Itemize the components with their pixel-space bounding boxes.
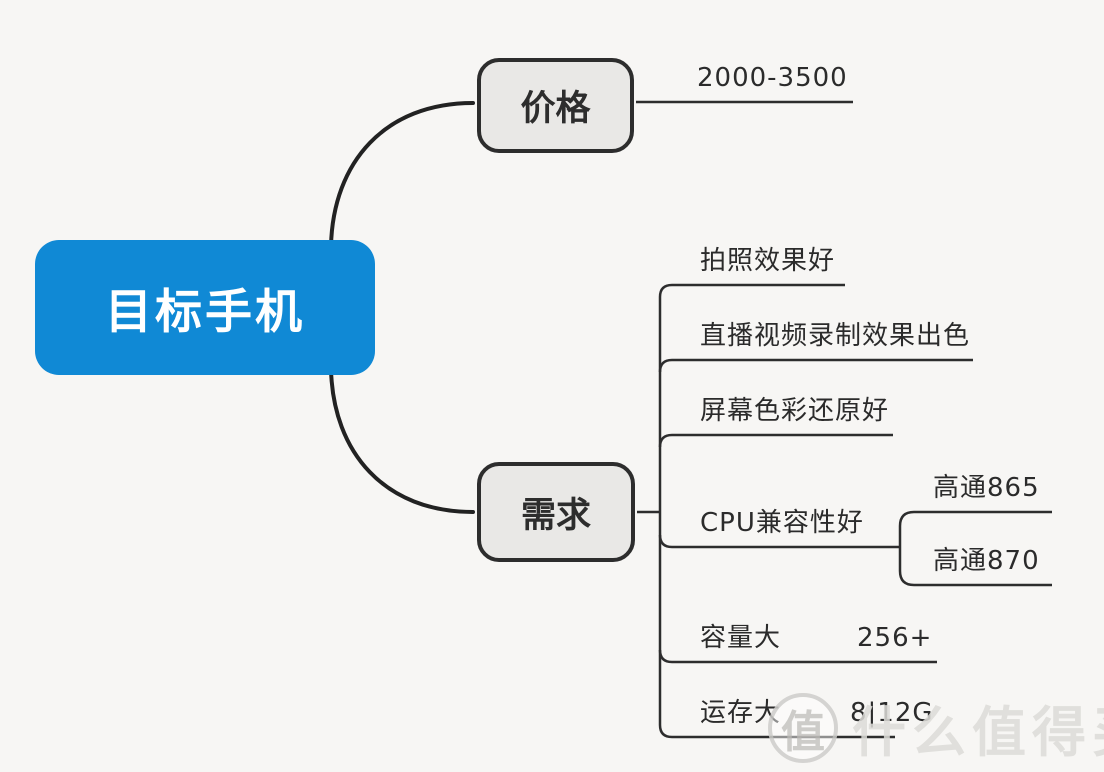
node-storage-value[interactable]: 256+ bbox=[857, 623, 933, 653]
curve-root-to-price bbox=[329, 101, 475, 248]
node-screen-color[interactable]: 屏幕色彩还原好 bbox=[700, 396, 890, 426]
node-price[interactable]: 价格 bbox=[477, 58, 634, 153]
node-cpu-compatibility[interactable]: CPU兼容性好 bbox=[700, 508, 864, 538]
line-cpu bbox=[658, 534, 900, 549]
price-label: 价格 bbox=[520, 89, 591, 129]
line-cpu-bracket bbox=[898, 510, 1052, 587]
node-root[interactable]: 目标手机 bbox=[35, 240, 375, 375]
line-needs-spine bbox=[658, 283, 895, 739]
node-ram-value[interactable]: 8|12G bbox=[850, 698, 934, 728]
node-ram-size[interactable]: 运存大 bbox=[700, 698, 782, 728]
node-price-range[interactable]: 2000-3500 bbox=[697, 63, 848, 93]
needs-label: 需求 bbox=[520, 495, 591, 536]
node-snapdragon-865[interactable]: 高通865 bbox=[933, 473, 1040, 503]
node-photo-quality[interactable]: 拍照效果好 bbox=[700, 246, 836, 276]
node-live-recording[interactable]: 直播视频录制效果出色 bbox=[700, 321, 971, 351]
line-screen bbox=[658, 433, 893, 448]
node-needs[interactable]: 需求 bbox=[477, 462, 635, 562]
curve-root-to-needs bbox=[329, 367, 475, 514]
root-label: 目标手机 bbox=[105, 285, 305, 340]
node-storage-capacity[interactable]: 容量大 bbox=[700, 623, 782, 653]
line-live bbox=[658, 358, 973, 373]
line-capacity bbox=[658, 649, 937, 664]
node-snapdragon-870[interactable]: 高通870 bbox=[933, 546, 1040, 576]
